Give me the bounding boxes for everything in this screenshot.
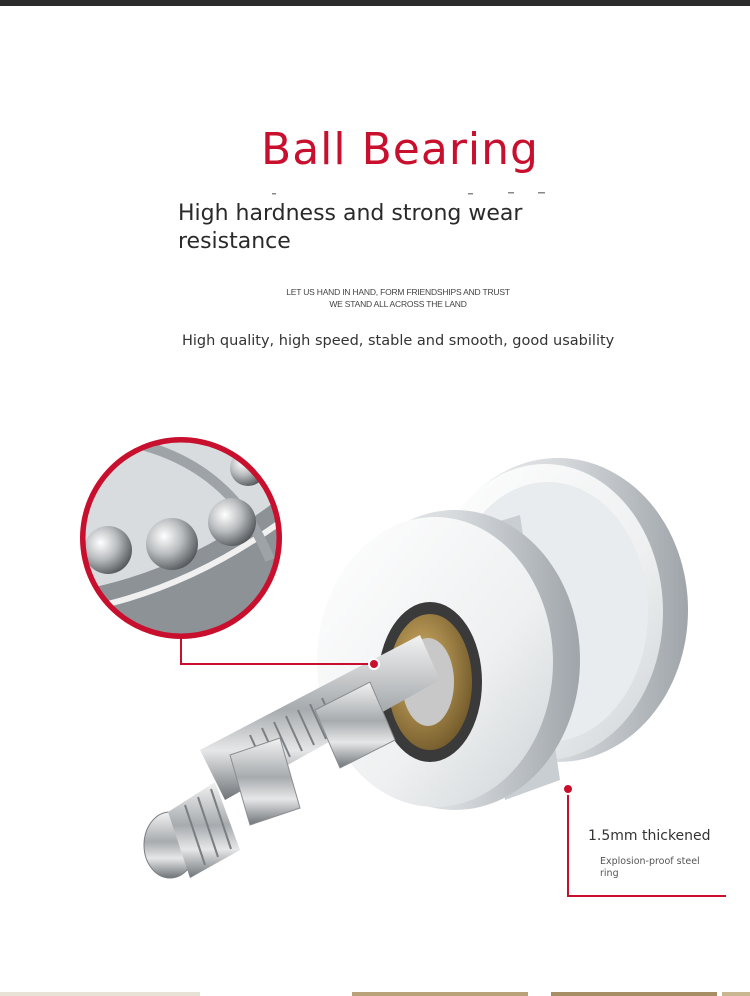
subtitle: High hardness and strong wear resistance xyxy=(178,200,578,256)
subtitle-line-1: High hardness and strong wear xyxy=(178,201,523,226)
callout-ring-line-1: Explosion-proof steel xyxy=(600,856,700,867)
slogan-line-2: WE STAND ALL ACROSS THE LAND xyxy=(329,299,467,309)
page-title: Ball Bearing xyxy=(261,124,539,175)
zoom-detail-bearing xyxy=(80,437,282,639)
callout-line-ring xyxy=(562,783,726,897)
decorative-dashes xyxy=(272,192,545,195)
subtitle-line-2: resistance xyxy=(178,229,291,254)
bottom-image-strip xyxy=(0,992,750,996)
callout-ring-line-2: ring xyxy=(600,868,619,879)
top-bar xyxy=(0,0,750,6)
bolt xyxy=(143,635,440,879)
callout-ring: Explosion-proof steel ring xyxy=(600,856,720,880)
tagline: High quality, high speed, stable and smo… xyxy=(182,333,615,349)
wheel-front xyxy=(317,510,580,810)
callout-thickness: 1.5mm thickened xyxy=(588,828,711,844)
callout-line-bearing xyxy=(180,639,380,670)
slogan-line-1: LET US HAND IN HAND, FORM FRIENDSHIPS AN… xyxy=(286,287,510,297)
product-illustration xyxy=(80,437,726,897)
